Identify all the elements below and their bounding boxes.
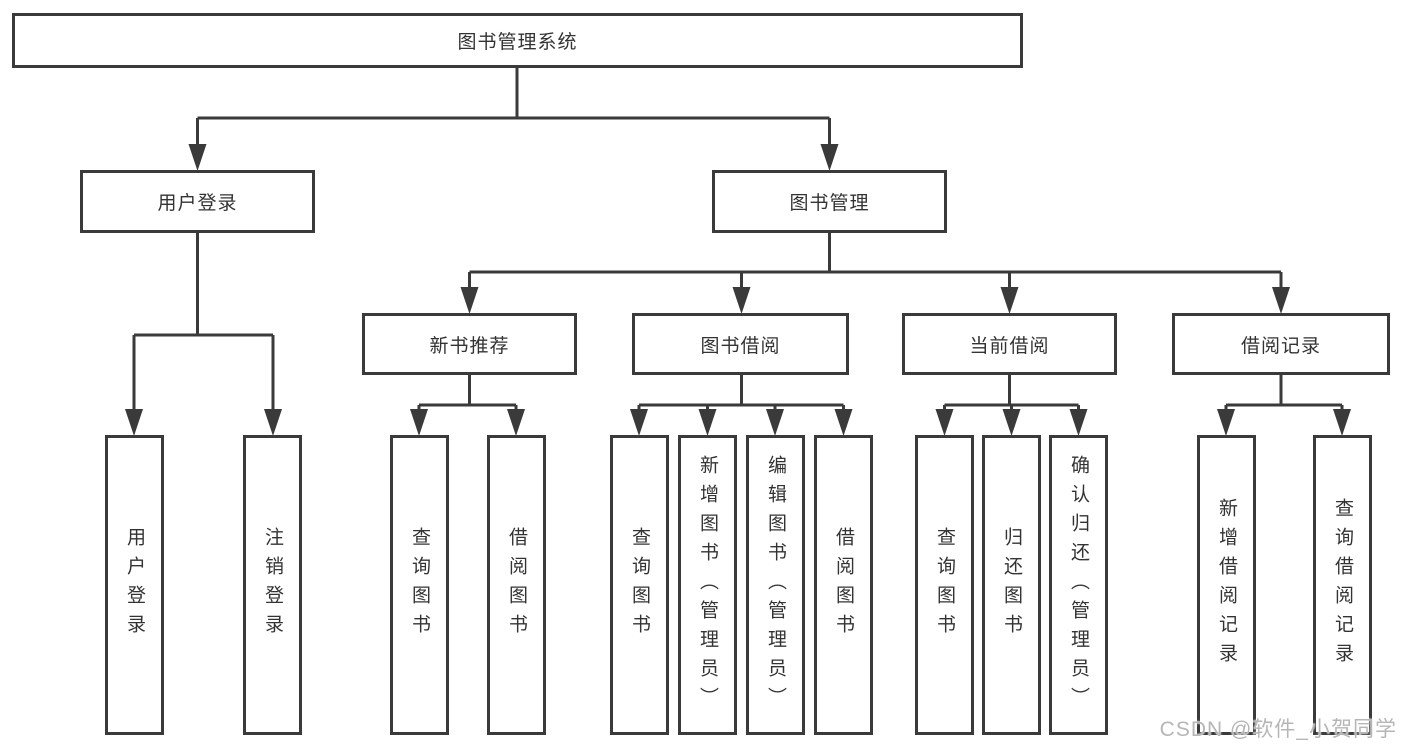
node-current-borrowing: 当前借阅 [902,313,1117,375]
leaf-query-books-borrowing: 查询图书 [610,435,669,735]
leaf-borrow-books-recommend: 借阅图书 [487,435,546,735]
leaf-logout: 注销登录 [243,435,302,735]
node-user-login: 用户登录 [80,170,315,233]
leaf-query-books-current: 查询图书 [915,435,974,735]
node-new-book-recommendation: 新书推荐 [362,313,577,375]
leaf-return-books: 归还图书 [982,435,1041,735]
leaf-confirm-return-admin: 确认归还（管理员） [1049,435,1108,735]
leaf-edit-book-admin: 编辑图书（管理员） [746,435,805,735]
leaf-user-login: 用户登录 [105,435,164,735]
leaf-query-books-recommend: 查询图书 [390,435,449,735]
node-book-borrowing: 图书借阅 [632,313,849,375]
watermark: CSDN @软件_小贺同学 [1159,718,1397,741]
leaf-add-book-admin: 新增图书（管理员） [678,435,737,735]
node-borrowing-records: 借阅记录 [1172,313,1390,375]
leaf-query-borrow-record: 查询借阅记录 [1313,435,1372,735]
node-library-management-system: 图书管理系统 [12,13,1023,68]
leaf-add-borrow-record: 新增借阅记录 [1197,435,1256,735]
leaf-borrow-books-borrowing: 借阅图书 [814,435,873,735]
node-book-management: 图书管理 [712,170,947,233]
arrowhead-icons [125,144,1351,436]
